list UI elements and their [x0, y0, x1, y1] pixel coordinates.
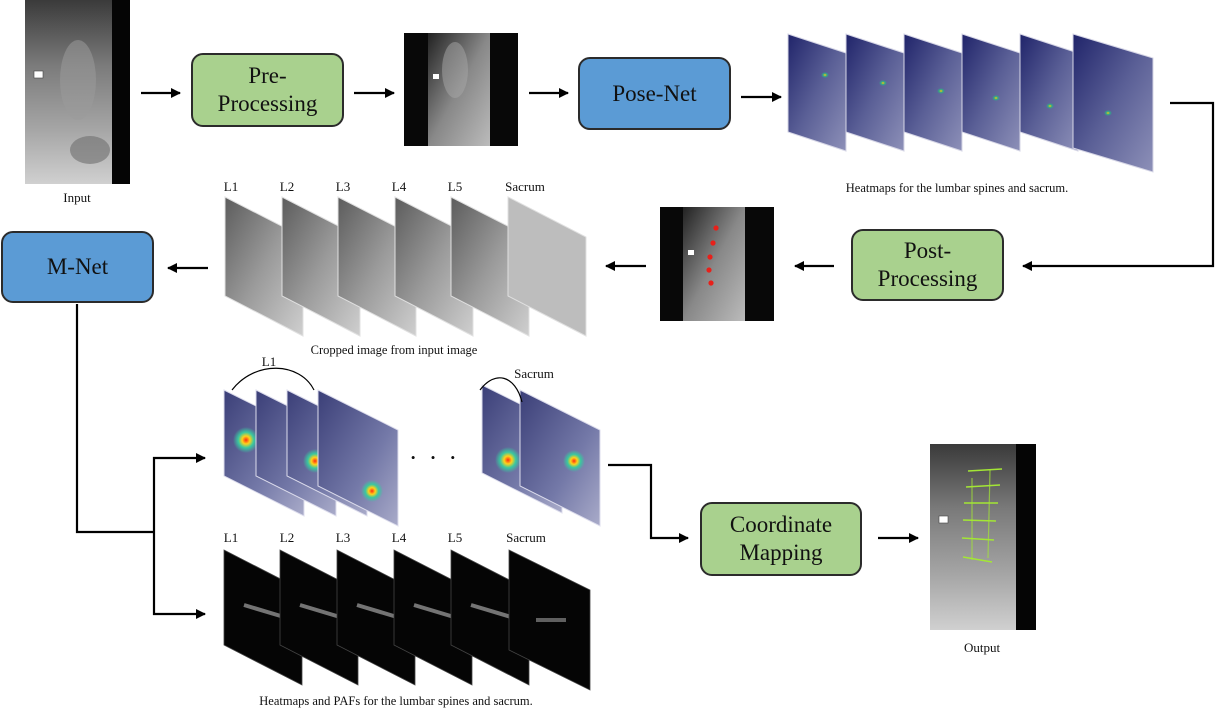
- group-label-l1: L1: [261, 354, 277, 369]
- crop-label: L2: [279, 179, 295, 194]
- paf-frame: [508, 549, 591, 691]
- ellipsis: • • •: [410, 450, 462, 465]
- arrow-heatmaps-to-postprocessing: [1022, 101, 1215, 271]
- paf-label: L5: [447, 530, 463, 545]
- preprocessing-label: Pre- Processing: [217, 63, 318, 116]
- arrow-mnet-to-pafs: [152, 532, 206, 619]
- sacrum-group-brace: [479, 377, 523, 403]
- group-label-sacrum: Sacrum: [514, 366, 554, 381]
- sacrum-heatmap-group: [479, 377, 601, 527]
- heatmap-frame: [1072, 33, 1154, 173]
- crop-heatmap-frame: [519, 389, 601, 527]
- cropped-caption: Cropped image from input image: [310, 343, 478, 357]
- heatmaps-pafs-caption: Heatmaps and PAFs for the lumbar spines …: [259, 694, 533, 708]
- crop-label: Sacrum: [505, 179, 545, 194]
- paf-label: L1: [223, 530, 239, 545]
- heatmap-frame: [845, 33, 905, 152]
- heatmaps-top-caption: Heatmaps for the lumbar spines and sacru…: [845, 181, 1069, 195]
- arrow-heatmaps-to-coordinate-mapping: [608, 463, 689, 543]
- postprocessed-image: [660, 207, 774, 321]
- input-caption: Input: [63, 190, 91, 205]
- preprocessing-box: Pre- Processing: [191, 53, 344, 127]
- cropped-image-stack: [224, 196, 587, 337]
- crop-label: L5: [447, 179, 463, 194]
- mnet-label: M-Net: [46, 254, 109, 279]
- crop-label: L1: [223, 179, 239, 194]
- posenet-box: Pose-Net: [578, 57, 731, 130]
- l1-group-brace: [231, 367, 315, 391]
- paf-label: L2: [279, 530, 295, 545]
- crop-label: L4: [391, 179, 407, 194]
- paf-label: Sacrum: [506, 530, 546, 545]
- output-xray-image: [930, 444, 1036, 630]
- postprocessing-box: Post- Processing: [851, 229, 1004, 301]
- coordinate-mapping-label: Coordinate Mapping: [729, 512, 833, 565]
- mnet-output-trunk: [75, 304, 154, 534]
- paf-stack: [223, 549, 591, 691]
- crop-label: L3: [335, 179, 351, 194]
- postprocessing-label: Post- Processing: [877, 238, 978, 291]
- input-xray-image: [25, 0, 130, 184]
- heatmap-frame: [961, 33, 1021, 152]
- crop-heatmap-frame: [317, 389, 399, 527]
- output-caption: Output: [963, 640, 1001, 655]
- crop-frame: [507, 196, 587, 337]
- posenet-label: Pose-Net: [612, 80, 697, 106]
- arrow-mnet-to-heatmaps: [152, 453, 206, 532]
- mnet-box: M-Net: [1, 231, 154, 303]
- top-heatmap-stack: [787, 33, 1154, 173]
- paf-label: L4: [391, 530, 407, 545]
- coordinate-mapping-box: Coordinate Mapping: [700, 502, 862, 576]
- l1-heatmap-group: [223, 367, 399, 527]
- preprocessed-image: [404, 33, 518, 146]
- paf-label: L3: [335, 530, 351, 545]
- heatmap-frame: [1019, 33, 1079, 152]
- connectors: [75, 88, 1215, 619]
- heatmap-frame: [787, 33, 847, 152]
- heatmap-frame: [903, 33, 963, 152]
